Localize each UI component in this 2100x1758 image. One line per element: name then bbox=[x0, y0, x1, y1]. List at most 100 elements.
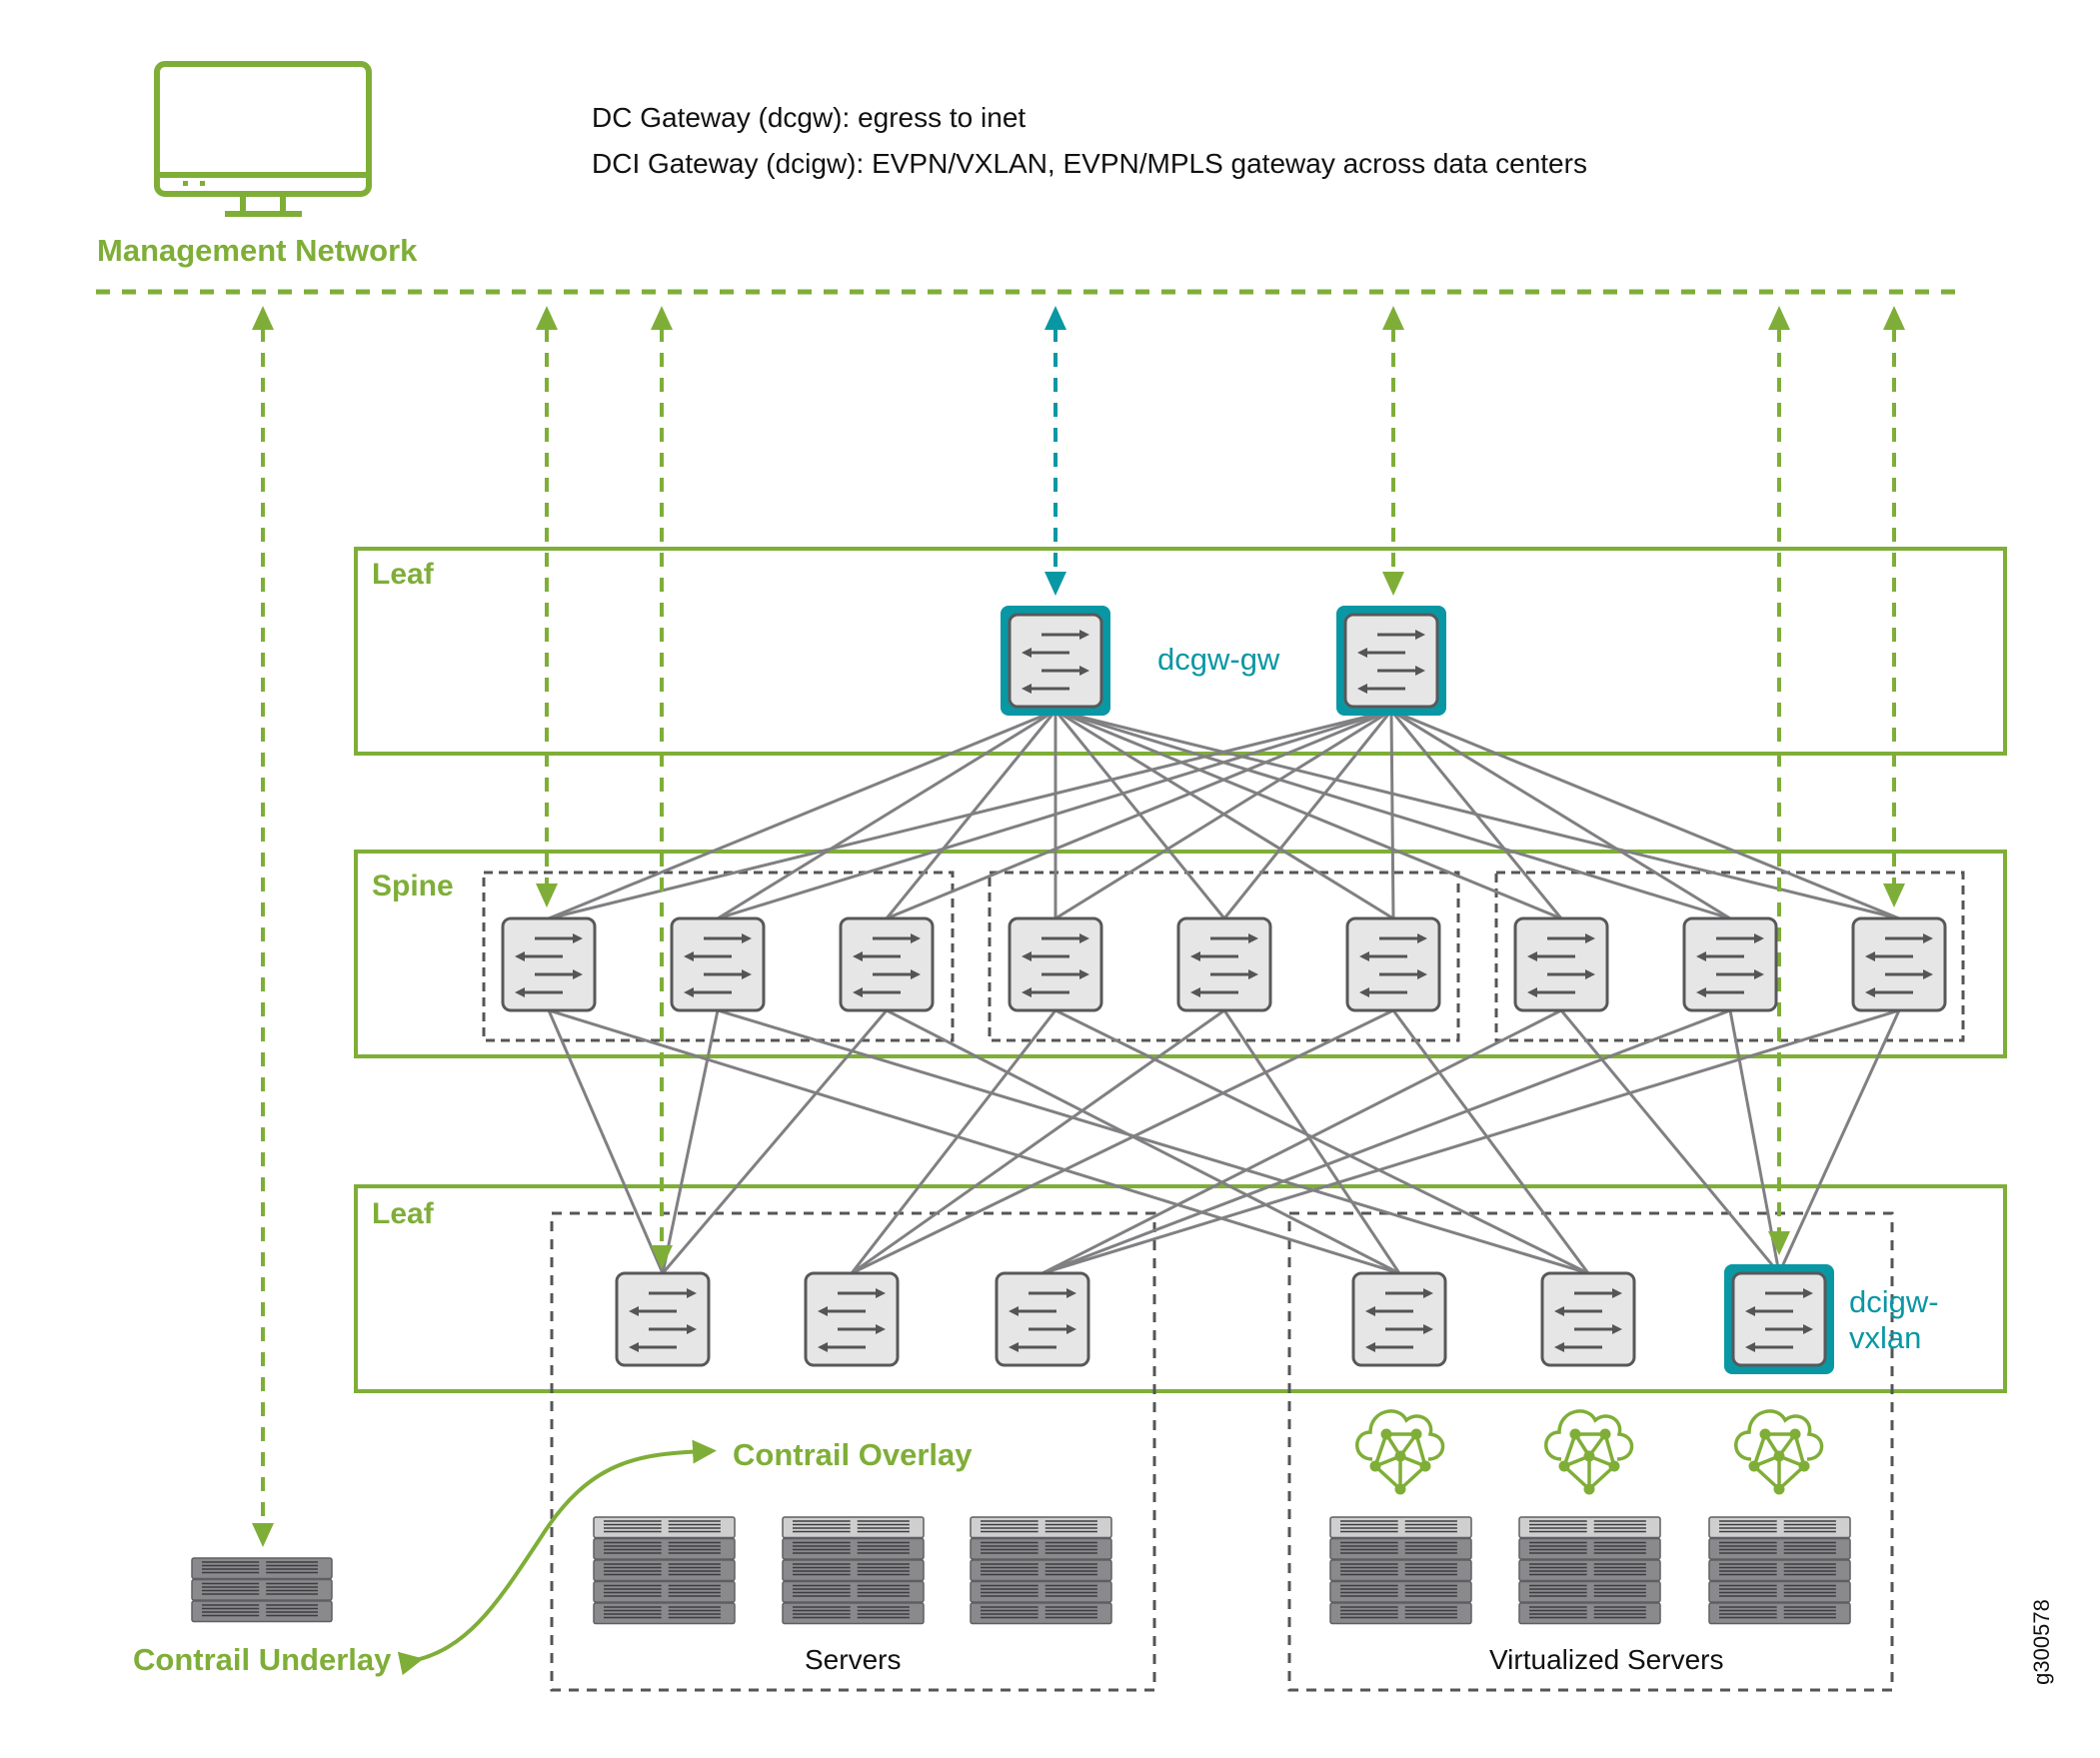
dcgw-label: dcgw-gw bbox=[1157, 642, 1280, 677]
dcgw-spine-link bbox=[717, 709, 1056, 920]
spine-leaf-link bbox=[1728, 1009, 1781, 1274]
spine-switch-1[interactable] bbox=[501, 916, 597, 1012]
mgmt-link-dcgw-2 bbox=[1382, 306, 1404, 596]
spine-leaf-link bbox=[661, 1009, 720, 1274]
leaf-switch-3[interactable] bbox=[995, 1271, 1090, 1367]
dcgw-spine-link bbox=[548, 709, 1056, 920]
switch-arrows-icon bbox=[853, 933, 921, 997]
links bbox=[547, 709, 1901, 1275]
mgmt-link-dcgw-1 bbox=[1045, 306, 1066, 596]
dcgw-spine-link bbox=[1389, 710, 1395, 919]
spine-switch-5[interactable] bbox=[1176, 916, 1272, 1012]
mgmt-link-leaf-1 bbox=[651, 306, 673, 1269]
server-rack-2 bbox=[782, 1516, 925, 1625]
dcgw-spine-link bbox=[1054, 709, 1392, 920]
virtualized-server-rack-1 bbox=[1329, 1516, 1472, 1625]
spine-switch-4[interactable] bbox=[1008, 916, 1103, 1012]
switch-arrows-icon bbox=[1022, 933, 1089, 997]
switch-arrows-icon bbox=[1009, 1288, 1076, 1352]
switch-arrows-icon bbox=[1696, 933, 1764, 997]
virtualized-server-rack-2 bbox=[1518, 1516, 1661, 1625]
virtualized-servers-label: Virtualized Servers bbox=[1489, 1644, 1724, 1675]
management-links bbox=[252, 306, 1905, 1547]
spine-layer bbox=[354, 850, 2007, 1058]
spine-leaf-link bbox=[1042, 1008, 1562, 1275]
dcgw-switch-1[interactable] bbox=[1001, 606, 1110, 716]
switch-arrows-icon bbox=[1865, 933, 1933, 997]
nodes bbox=[501, 606, 1947, 1374]
spine-group-3 bbox=[1494, 871, 1965, 1042]
contrail-overlay-label: Contrail Overlay bbox=[733, 1437, 973, 1472]
mgmt-link-spine-1 bbox=[536, 306, 558, 907]
switch-arrows-icon bbox=[684, 933, 752, 997]
dcigw-label: dcigw- vxlan bbox=[1849, 1284, 1939, 1356]
switch-arrows-icon bbox=[1022, 630, 1089, 694]
spine-label: Spine bbox=[372, 870, 454, 902]
spine-leaf-link bbox=[661, 1009, 889, 1274]
spine-leaf-link bbox=[851, 1008, 1394, 1275]
spine-switch-9[interactable] bbox=[1851, 916, 1947, 1012]
dcgw-spine-link bbox=[886, 709, 1392, 920]
virtual-network-icon-3 bbox=[1734, 1409, 1824, 1495]
spine-switch-7[interactable] bbox=[1513, 916, 1609, 1012]
spine-leaf-link bbox=[1042, 1008, 1731, 1275]
virtual-network-icon-2 bbox=[1544, 1409, 1634, 1495]
leaf-bottom-label: Leaf bbox=[372, 1197, 434, 1230]
switch-arrows-icon bbox=[818, 1288, 886, 1352]
spine-leaf-link bbox=[1042, 1008, 1900, 1275]
spine-switch-6[interactable] bbox=[1345, 916, 1441, 1012]
dcgw-spine-link bbox=[548, 709, 1392, 920]
dcgw-spine-link bbox=[1222, 710, 1393, 919]
spine-leaf-link bbox=[547, 1009, 665, 1274]
switch-arrows-icon bbox=[1527, 933, 1595, 997]
monitor-icon bbox=[154, 61, 372, 217]
spine-leaf-link bbox=[1054, 1008, 1589, 1275]
spine-group-2 bbox=[988, 871, 1460, 1042]
switch-arrows-icon bbox=[1190, 933, 1258, 997]
dcgw-spine-link bbox=[1390, 709, 1900, 920]
leaf-switch-5[interactable] bbox=[1540, 1271, 1636, 1367]
spine-leaf-link bbox=[851, 1008, 1225, 1275]
legend-dcigw: DCI Gateway (dcigw): EVPN/VXLAN, EVPN/MP… bbox=[592, 148, 1587, 179]
spine-leaf-link bbox=[850, 1009, 1057, 1274]
virtualized-server-rack-3 bbox=[1708, 1516, 1851, 1625]
spine-leaf-link bbox=[886, 1008, 1400, 1275]
mgmt-link-dcigw bbox=[1768, 306, 1790, 1255]
dcgw-spine-link bbox=[1390, 709, 1731, 920]
switch-arrows-icon bbox=[1359, 933, 1427, 997]
leaf-switch-1[interactable] bbox=[615, 1271, 711, 1367]
switch-arrows-icon bbox=[1745, 1288, 1813, 1352]
spine-leaf-link bbox=[1777, 1009, 1901, 1274]
spine-switch-3[interactable] bbox=[839, 916, 935, 1012]
dcgw-switch-2[interactable] bbox=[1336, 606, 1446, 716]
spine-switch-8[interactable] bbox=[1682, 916, 1778, 1012]
contrail-curve-arrow bbox=[397, 1439, 717, 1676]
servers bbox=[191, 1409, 1851, 1625]
management-network-label: Management Network bbox=[97, 233, 418, 268]
switch-arrows-icon bbox=[629, 1288, 697, 1352]
dcigw-switch[interactable] bbox=[1724, 1264, 1834, 1374]
mgmt-link-underlay bbox=[252, 306, 274, 1547]
spine-leaf-link bbox=[548, 1008, 1400, 1275]
leaf-layer-bottom bbox=[354, 1184, 2007, 1393]
contrail-underlay-label: Contrail Underlay bbox=[133, 1642, 392, 1677]
switch-arrows-icon bbox=[1365, 1288, 1433, 1352]
spine-group-1 bbox=[482, 871, 955, 1042]
mgmt-link-spine-9 bbox=[1883, 306, 1905, 907]
leaf-top-label: Leaf bbox=[372, 558, 434, 591]
switch-arrows-icon bbox=[515, 933, 583, 997]
switch-arrows-icon bbox=[1554, 1288, 1622, 1352]
legend-dcgw: DC Gateway (dcgw): egress to inet bbox=[592, 102, 1027, 133]
figure-id: g300578 bbox=[2028, 1599, 2054, 1685]
servers-label: Servers bbox=[805, 1644, 902, 1675]
spine-switch-2[interactable] bbox=[670, 916, 766, 1012]
server-rack-1 bbox=[593, 1516, 736, 1625]
spine-leaf-link bbox=[1559, 1009, 1781, 1274]
underlay-server-rack bbox=[191, 1557, 333, 1623]
spine-leaf-link bbox=[1222, 1009, 1401, 1274]
leaf-switch-2[interactable] bbox=[804, 1271, 900, 1367]
leaf-switch-4[interactable] bbox=[1351, 1271, 1447, 1367]
dcgw-spine-link bbox=[1389, 710, 1563, 919]
dcigw-label-line1: dcigw- bbox=[1849, 1284, 1939, 1319]
